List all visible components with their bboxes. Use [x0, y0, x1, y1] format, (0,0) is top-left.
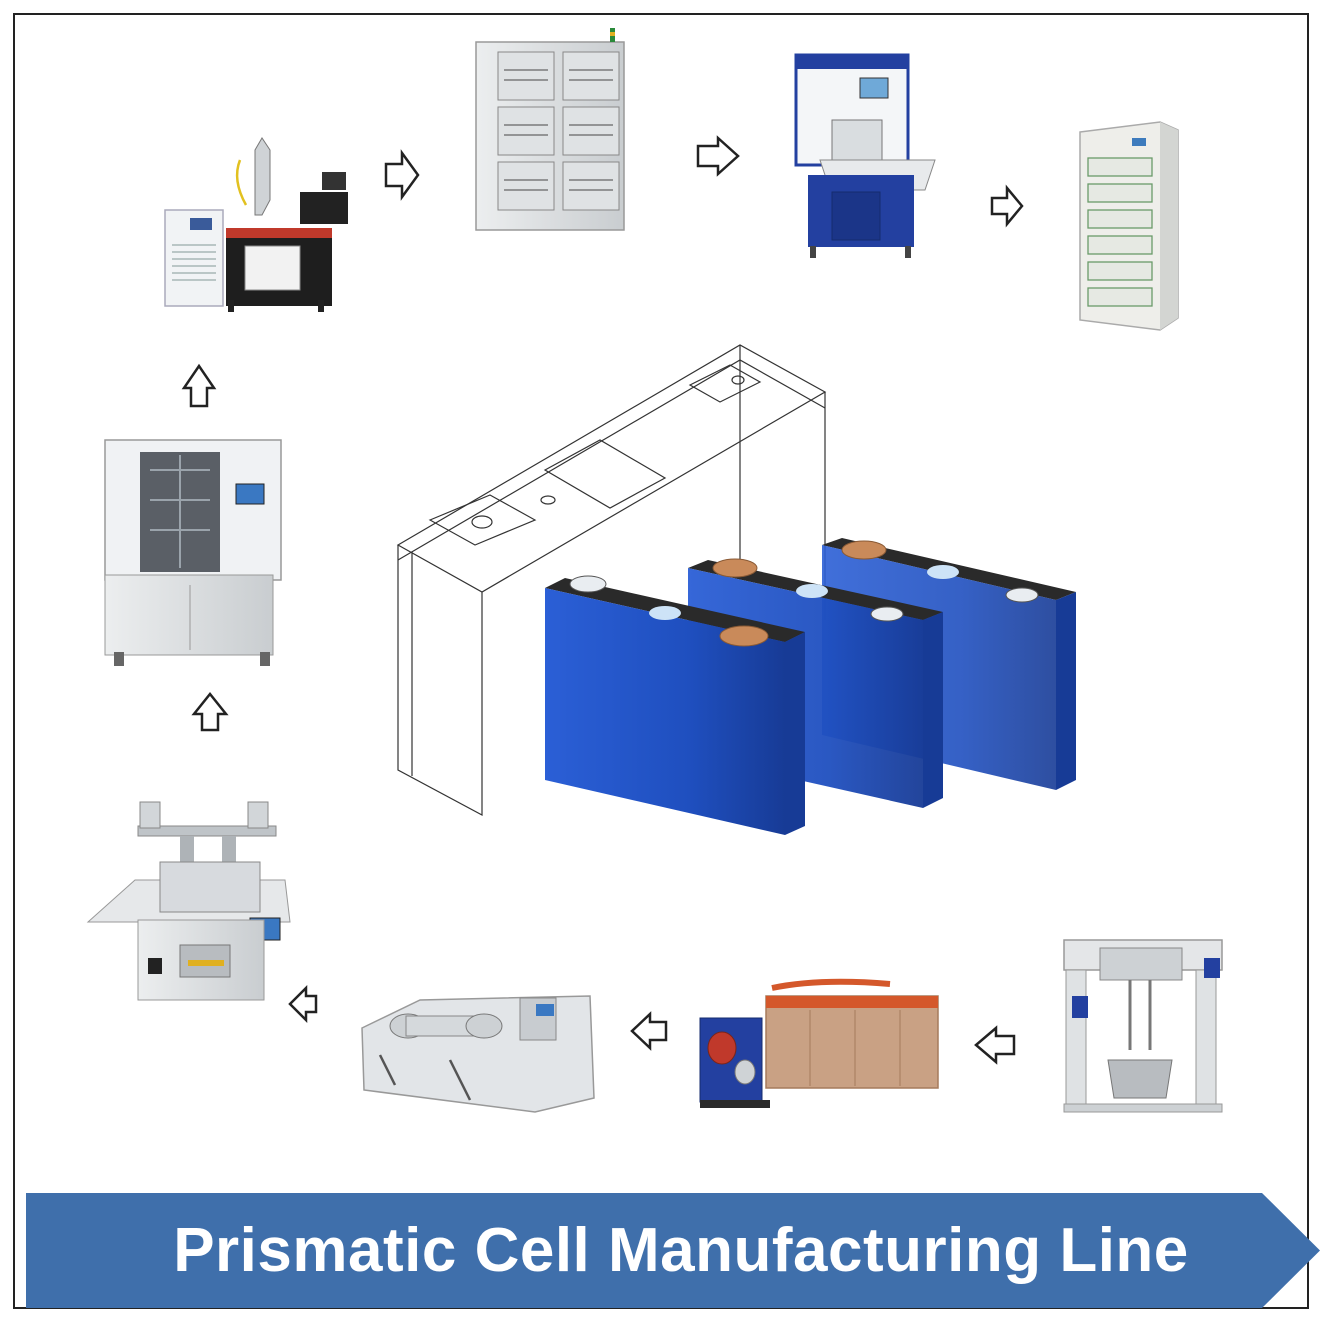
slitting-machine-icon — [361, 995, 595, 1113]
cell-testing-machine-icon — [794, 53, 936, 258]
arrow-left-icon — [974, 1025, 1016, 1065]
die-cutting-machine-icon — [86, 801, 291, 1001]
prismatic-cell-icon — [396, 344, 1076, 835]
arrow-left-icon — [630, 1011, 668, 1051]
arrow-up-icon — [181, 363, 217, 408]
banner-title: Prismatic Cell Manufacturing Line — [173, 1216, 1189, 1285]
arrow-right-icon — [384, 149, 420, 201]
formation-cabinet-icon — [475, 28, 625, 231]
coating-machine-icon — [699, 978, 939, 1108]
arrow-right-icon — [990, 184, 1024, 228]
stacking-machine-icon — [104, 439, 282, 666]
laser-welding-machine-icon — [164, 137, 348, 312]
diagram-frame — [13, 13, 1309, 1309]
arrow-up-icon — [191, 691, 229, 732]
arrow-right-icon — [696, 135, 740, 177]
grading-cabinet-icon — [1079, 121, 1179, 331]
banner-arrow — [26, 1193, 1320, 1308]
planetary-mixer-icon — [1063, 939, 1223, 1113]
arrow-left-icon — [288, 984, 318, 1024]
